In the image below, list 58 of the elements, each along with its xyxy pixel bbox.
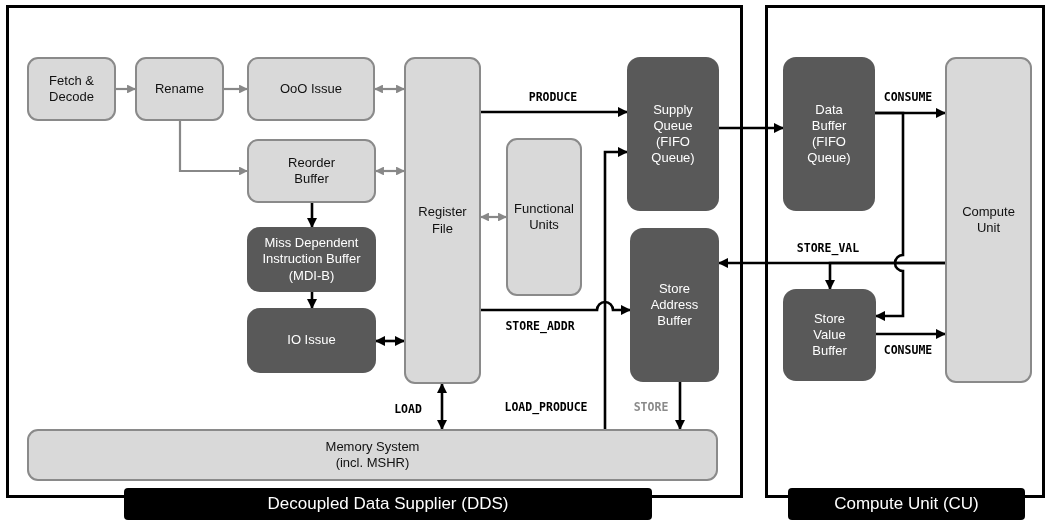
arrow	[481, 106, 629, 118]
block-box	[404, 57, 481, 384]
edge-label: LOAD	[392, 402, 424, 416]
buffer-box	[247, 227, 376, 292]
block-label: Data Buffer (FIFO Queue)	[806, 101, 852, 167]
arrow	[436, 382, 448, 431]
block-label: Functional Units	[513, 200, 575, 234]
section-title: Compute Unit (CU)	[788, 488, 1025, 520]
block-box	[247, 57, 375, 121]
block-box	[27, 429, 718, 481]
block-label: Store Address Buffer	[649, 280, 700, 330]
block-label: Compute Unit	[961, 203, 1016, 237]
arrow	[178, 121, 248, 176]
edge-label: PRODUCE	[526, 90, 580, 104]
arrow	[306, 292, 318, 310]
edge-label: CONSUME	[881, 343, 935, 357]
block-box	[135, 57, 224, 121]
block-label: Rename	[154, 80, 205, 98]
edge-label: LOAD_PRODUCE	[502, 400, 590, 414]
block-box	[247, 139, 376, 203]
edge-label: STORE_ADDR	[503, 319, 577, 333]
edge-label: STORE_VAL	[794, 241, 862, 255]
block-label: Reorder Buffer	[287, 154, 336, 188]
arrow	[481, 300, 632, 316]
block-box	[945, 57, 1032, 383]
buffer-box	[627, 57, 719, 211]
arrow	[824, 261, 945, 291]
edge-label: CONSUME	[881, 90, 935, 104]
section-frame	[765, 5, 1045, 520]
block-label: OoO Issue	[279, 80, 343, 98]
block-label: Memory System (incl. MSHR)	[324, 438, 421, 472]
block-label: Register File	[417, 204, 468, 237]
block-box	[506, 138, 582, 296]
edge-label: STORE	[631, 400, 671, 414]
buffer-box	[630, 228, 719, 382]
block-label: Miss Dependent Instruction Buffer (MDI-B)	[261, 235, 362, 284]
block-box	[27, 57, 116, 121]
section-title: Decoupled Data Supplier (DDS)	[124, 488, 652, 520]
block-label: Store Value Buffer	[811, 310, 848, 360]
arrow	[480, 212, 507, 222]
block-label: Fetch & Decode	[48, 72, 95, 106]
section-frame	[6, 5, 743, 520]
arrow	[674, 382, 686, 431]
arrow	[876, 328, 947, 340]
block-label: Supply Queue (FIFO Queue)	[650, 101, 696, 167]
arrow	[306, 203, 318, 229]
block-label: IO Issue	[287, 332, 336, 349]
arrow	[719, 122, 785, 134]
arrow	[374, 335, 406, 347]
arrow	[116, 84, 136, 94]
arrow	[874, 111, 905, 322]
arrow	[375, 166, 405, 176]
buffer-box	[247, 308, 376, 373]
arrow	[603, 146, 629, 429]
arrow	[374, 84, 405, 94]
buffer-box	[783, 289, 876, 381]
arrow	[224, 84, 248, 94]
buffer-box	[783, 57, 875, 211]
